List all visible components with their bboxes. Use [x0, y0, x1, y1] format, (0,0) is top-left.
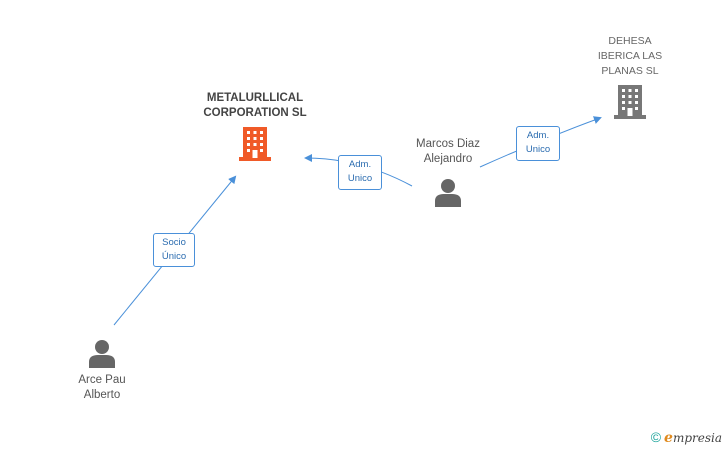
- edge-label-line2: Unico: [525, 144, 551, 155]
- edge-label-adm-unico-metal[interactable]: Adm. Unico: [338, 155, 382, 190]
- brand-logo: empresia: [664, 430, 722, 446]
- person-icon: [435, 179, 461, 207]
- brand-initial: e: [664, 430, 673, 446]
- person-name-line1: Marcos Diaz: [416, 138, 480, 150]
- brand-rest: mpresia: [672, 431, 722, 445]
- edge-label-line1: Adm.: [526, 130, 550, 141]
- company-name-line1: METALURLLICAL: [206, 92, 304, 104]
- copyright-icon: ©: [650, 429, 662, 445]
- empresia-brand[interactable]: ©empresia: [651, 429, 722, 446]
- person-icon: [89, 340, 115, 368]
- edge-label-line1: Adm.: [348, 159, 372, 170]
- edge-label-adm-unico-dehesa[interactable]: Adm. Unico: [516, 126, 560, 161]
- person-node-marcos[interactable]: Marcos Diaz Alejandro: [398, 137, 498, 207]
- company-name-line1: DEHESA: [608, 35, 652, 47]
- edge-label-line2: Único: [161, 251, 187, 262]
- company-name-line2: IBERICA LAS: [597, 50, 663, 62]
- edge-label-line2: Unico: [347, 173, 373, 184]
- building-icon: [239, 127, 271, 161]
- company-node-dehesa[interactable]: DEHESA IBERICA LAS PLANAS SL: [580, 34, 680, 120]
- person-name-line2: Alejandro: [423, 153, 473, 165]
- person-node-arce[interactable]: Arce Pau Alberto: [52, 338, 152, 403]
- person-name-line1: Arce Pau: [78, 374, 126, 386]
- building-icon: [614, 85, 646, 119]
- edge-label-line1: Socio: [162, 237, 186, 248]
- company-node-metalurllical[interactable]: METALURLLICAL CORPORATION SL: [185, 91, 325, 162]
- edge-label-socio-unico[interactable]: Socio Único: [153, 233, 195, 267]
- company-name-line3: PLANAS SL: [601, 65, 659, 77]
- person-name-line2: Alberto: [83, 389, 121, 401]
- company-name-line2: CORPORATION SL: [203, 107, 307, 119]
